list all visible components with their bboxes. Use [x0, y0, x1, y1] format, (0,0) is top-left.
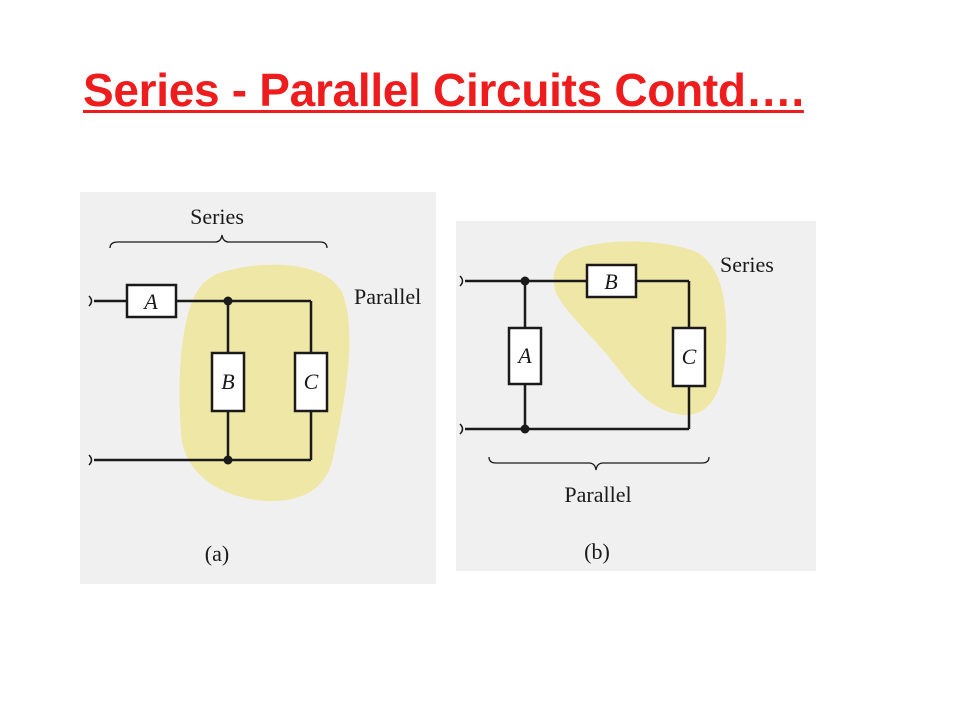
resistor-a-label: A	[142, 289, 158, 314]
terminal-bottom	[88, 454, 93, 466]
parallel-label: Parallel	[354, 284, 421, 309]
resistor-a-b-label: A	[516, 343, 532, 368]
junction-dot-top	[223, 296, 233, 306]
resistor-c	[293, 351, 329, 413]
parallel-brace	[488, 456, 710, 471]
resistor-b-label: B	[221, 369, 234, 394]
parallel-label-b: Parallel	[564, 482, 631, 507]
slide-title: Series - Parallel Circuits Contd….	[83, 64, 804, 116]
resistor-b	[210, 351, 246, 413]
junction-dot-top-b	[520, 276, 530, 286]
resistor-b-b	[585, 263, 638, 299]
caption-b: (b)	[584, 539, 610, 564]
series-label-b: Series	[720, 252, 774, 277]
terminal-top-b	[459, 275, 464, 287]
resistor-c-b	[671, 326, 707, 388]
resistor-c-label: C	[304, 369, 319, 394]
junction-dot-bottom	[223, 455, 233, 465]
parallel-highlight-region	[179, 264, 350, 502]
diagram-a-panel: Series Parallel A B C (a)	[80, 192, 436, 584]
junction-dot-bottom-b	[520, 424, 530, 434]
diagram-a-svg: Series Parallel A B C (a)	[80, 192, 436, 584]
diagram-b-svg: Series A B C Parallel (b)	[456, 221, 816, 571]
caption-a: (a)	[205, 541, 229, 566]
circuit-wires	[94, 299, 313, 462]
terminal-top	[88, 295, 93, 307]
diagram-b-panel: Series A B C Parallel (b)	[456, 221, 816, 571]
series-brace	[109, 234, 328, 249]
resistor-a	[125, 283, 178, 319]
resistor-a-b	[507, 326, 543, 386]
terminal-bottom-b	[459, 423, 464, 435]
resistor-b-b-label: B	[604, 269, 617, 294]
resistor-c-b-label: C	[682, 344, 697, 369]
series-label: Series	[190, 204, 244, 229]
